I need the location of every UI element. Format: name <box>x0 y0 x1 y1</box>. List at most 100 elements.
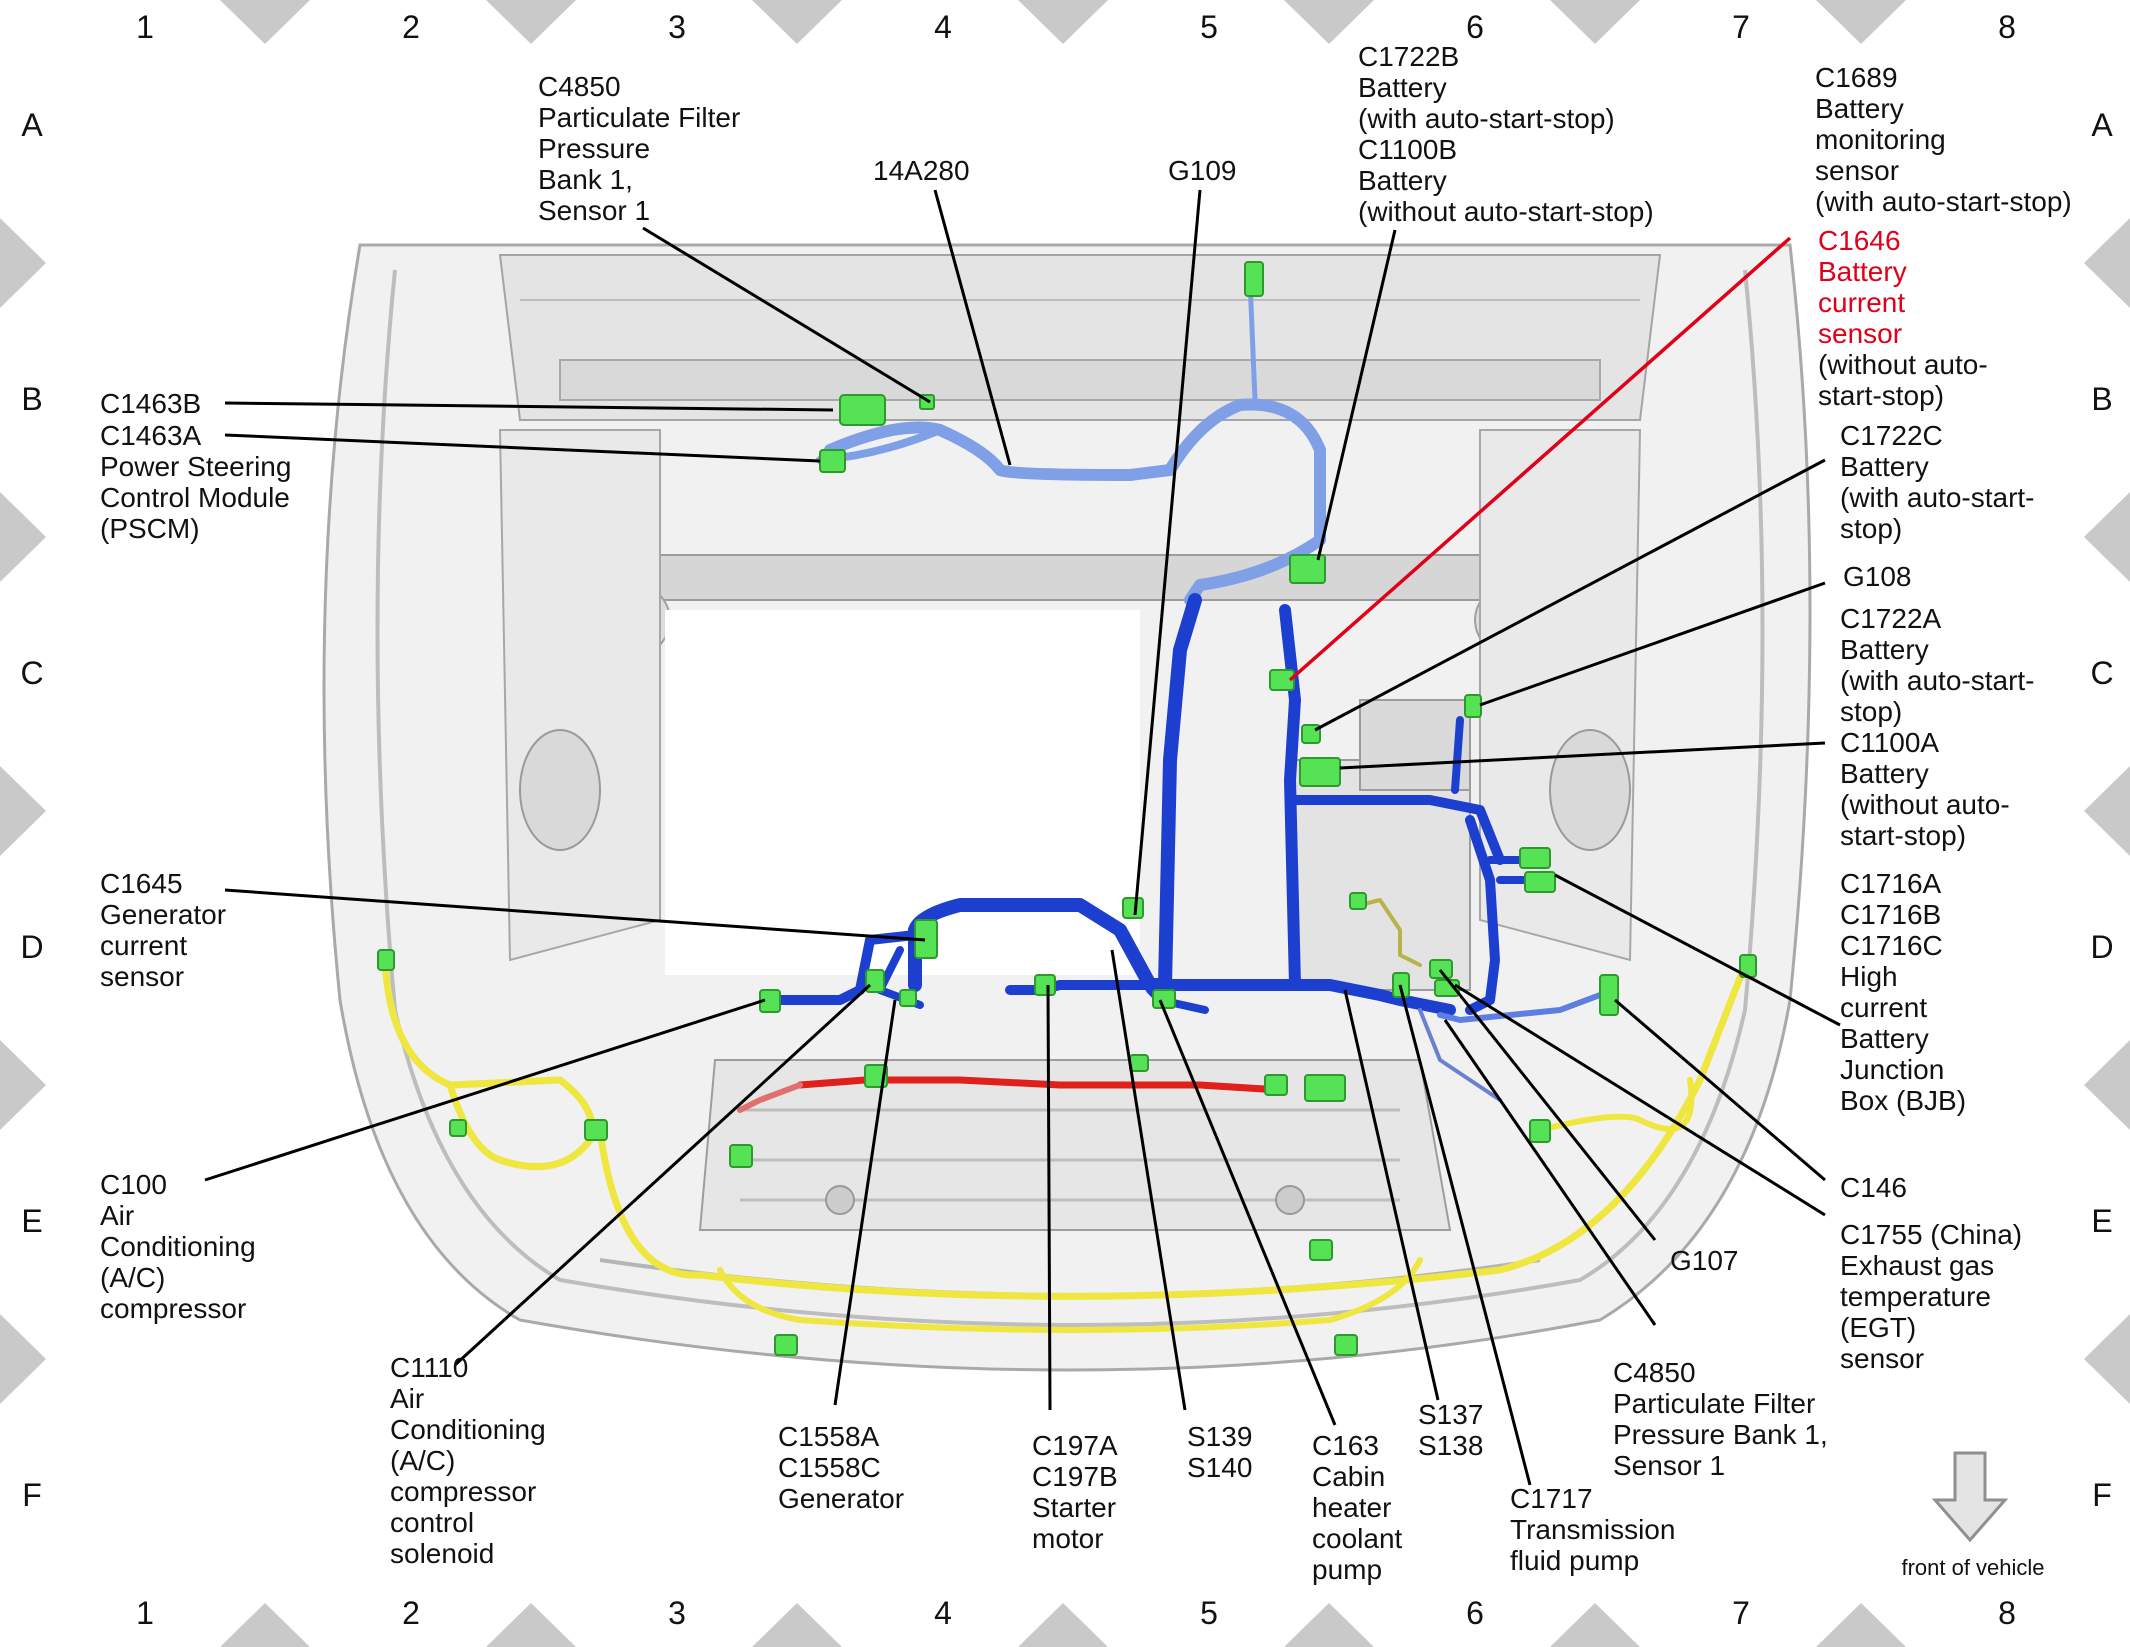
connector-left-fender <box>377 949 395 971</box>
leader-c4850-top <box>642 226 931 404</box>
row-letter: E <box>2091 1203 2112 1239</box>
label-c1716: C1716A C1716B C1716C High current Batter… <box>1840 868 1966 1116</box>
connector-small <box>1349 892 1367 910</box>
vehicle-body-illustration <box>322 243 1812 1372</box>
connector-battery-aux <box>1264 1074 1288 1096</box>
column-number: 7 <box>1732 9 1750 45</box>
row-headers-left: A B C D E F <box>20 107 43 1513</box>
connector-fog-right <box>1529 1119 1551 1143</box>
down-arrow-icon <box>1931 1451 2009 1543</box>
column-number: 1 <box>136 1595 154 1631</box>
connector-bumper-right <box>1334 1334 1358 1356</box>
row-letter: F <box>2092 1477 2112 1513</box>
label-s137: S137 S138 <box>1418 1399 1491 1461</box>
row-headers-right: A B C D E F <box>2090 107 2113 1513</box>
label-c163: C163 Cabin heater coolant pump <box>1312 1430 1410 1585</box>
leader-s139 <box>1110 949 1187 1411</box>
connector-fog-left <box>584 1119 608 1141</box>
leader-c1645 <box>224 888 926 942</box>
label-c1722c: C1722C Battery (with auto-start- stop) <box>1840 420 2042 544</box>
connector-left-lamp <box>449 1119 467 1137</box>
label-c1558: C1558A C1558C Generator <box>778 1421 904 1514</box>
connector-c1463a <box>819 449 846 473</box>
connector-s139 <box>1122 897 1144 919</box>
leader-g107 <box>1438 969 1657 1241</box>
label-c4850-top: C4850 Particulate Filter Pressure Bank 1… <box>538 71 748 226</box>
label-14a280: 14A280 <box>873 155 970 186</box>
column-number: 6 <box>1466 1595 1484 1631</box>
column-headers-bottom: 1 2 3 4 5 6 7 8 <box>136 1595 2016 1631</box>
connector-c1463b <box>839 394 886 426</box>
label-s139: S139 S140 <box>1187 1421 1260 1483</box>
leader-g109 <box>1133 189 1202 916</box>
label-g107: G107 <box>1670 1245 1739 1276</box>
connector-c1558a <box>865 969 885 993</box>
label-c1689: C1689 Battery monitoring sensor (with au… <box>1815 62 2072 217</box>
leader-c4850-bottom <box>1443 1019 1657 1326</box>
column-number: 5 <box>1200 1595 1218 1631</box>
column-number: 7 <box>1732 1595 1750 1631</box>
label-c146: C146 <box>1840 1172 1907 1203</box>
connector-c197a <box>1034 974 1056 996</box>
leader-c1717 <box>1398 984 1532 1486</box>
leader-lines <box>204 189 1841 1486</box>
connector-c1646 <box>1269 669 1295 691</box>
column-number: 4 <box>934 9 952 45</box>
connector-c163 <box>1152 989 1176 1009</box>
connector-g108 <box>1464 694 1482 718</box>
connector-c1716b <box>1524 871 1556 893</box>
connector-bumper-left <box>774 1334 798 1356</box>
connector-c1716a <box>1519 847 1551 869</box>
leader-c163 <box>1158 999 1337 1426</box>
label-c1110: C1110 Air Conditioning (A/C) compressor … <box>390 1352 553 1569</box>
connector-grille <box>1309 1239 1333 1261</box>
column-number: 3 <box>668 9 686 45</box>
label-g108: G108 <box>1843 561 1912 592</box>
connector-battery-lead <box>1304 1074 1346 1102</box>
leader-c197 <box>1046 984 1052 1411</box>
label-g109: G109 <box>1168 155 1237 186</box>
connector-c146 <box>1599 974 1619 1016</box>
label-c4850-bottom: C4850 Particulate Filter Pressure Bank 1… <box>1613 1357 1836 1481</box>
leader-c1463a <box>224 433 821 463</box>
row-letter: C <box>20 655 43 691</box>
row-letter: C <box>2090 655 2113 691</box>
label-c1463b: C1463B <box>100 388 201 419</box>
column-number: 6 <box>1466 9 1484 45</box>
label-c1722a: C1722A Battery (with auto-start- stop) C… <box>1840 603 2042 851</box>
label-c1645: C1645 Generator current sensor <box>100 868 234 992</box>
row-letter: B <box>2091 381 2112 417</box>
label-c1646: C1646 Battery current sensor <box>1818 225 1914 349</box>
leader-14a280 <box>933 189 1012 466</box>
label-c197: C197A C197B Starter motor <box>1032 1430 1125 1554</box>
label-c100: C100 Air Conditioning (A/C) compressor <box>100 1169 263 1324</box>
label-c1722b: C1722B Battery (with auto-start-stop) C1… <box>1358 41 1654 227</box>
column-number: 8 <box>1998 1595 2016 1631</box>
label-c1717: C1717 Transmission fluid pump <box>1510 1483 1683 1576</box>
leader-g108 <box>1479 581 1826 707</box>
column-number: 2 <box>402 9 420 45</box>
leader-c100 <box>204 998 766 1182</box>
leader-c1722c <box>1314 458 1826 732</box>
leader-s137 <box>1343 989 1440 1401</box>
label-c1755: C1755 (China) Exhaust gas temperature (E… <box>1840 1219 2030 1374</box>
leader-c1110 <box>453 983 872 1367</box>
callout-labels: C4850 Particulate Filter Pressure Bank 1… <box>100 41 2072 1585</box>
row-letter: E <box>21 1203 42 1239</box>
column-number: 8 <box>1998 9 2016 45</box>
column-number: 2 <box>402 1595 420 1631</box>
leader-c1646 <box>1288 236 1792 682</box>
column-number: 3 <box>668 1595 686 1631</box>
front-of-vehicle-label: front of vehicle <box>1901 1555 2044 1580</box>
connector-g109-mount <box>1244 261 1264 297</box>
row-letter: A <box>2091 107 2113 143</box>
connector-mid-front <box>1129 1054 1149 1072</box>
leader-c1463b <box>224 401 834 412</box>
label-c1646-note: (without auto- start-stop) <box>1818 349 1995 411</box>
leader-c1722b <box>1316 229 1397 561</box>
leader-c1716 <box>1554 873 1841 1027</box>
column-headers-top: 1 2 3 4 5 6 7 8 <box>136 9 2016 45</box>
connector-c1722b <box>1289 554 1326 584</box>
leader-c1722a <box>1339 741 1826 770</box>
